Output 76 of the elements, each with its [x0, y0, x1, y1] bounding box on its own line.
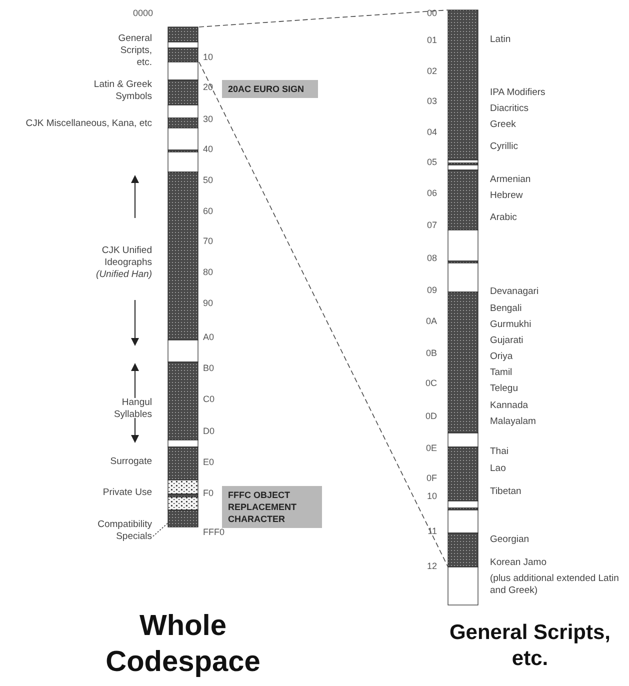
script-label: (plus additional extended Latin and Greek)	[490, 573, 620, 597]
hex-value: F0	[203, 487, 214, 499]
block-label: General Scripts, etc.	[117, 33, 152, 69]
script-bar-drawing	[448, 10, 478, 606]
hex-value: 01	[426, 34, 437, 46]
block-label: Latin & Greek Symbols	[92, 79, 152, 103]
script-label: Korean Jamo	[490, 557, 547, 569]
hex-value: 0000	[133, 7, 154, 19]
script-label: Lao	[490, 463, 506, 475]
script-label: Georgian	[490, 534, 530, 546]
script-label: Oriya	[490, 351, 513, 363]
hex-value: A0	[203, 331, 214, 343]
hex-value: E0	[203, 456, 214, 468]
hex-value: 06	[426, 187, 437, 199]
hex-value: 03	[426, 95, 437, 107]
script-label: Tibetan	[490, 486, 522, 498]
hex-value: 08	[426, 252, 437, 264]
hex-value: 20	[203, 81, 214, 93]
hex-value: 0C	[425, 377, 437, 389]
hex-value: 11	[428, 525, 437, 537]
hex-value: 60	[203, 205, 214, 217]
callout-box: 20AC EURO SIGN	[222, 80, 318, 98]
script-label: Diacritics	[490, 103, 529, 115]
hex-value: 09	[426, 284, 437, 296]
block-label: Hangul Syllables	[112, 397, 152, 421]
script-label: Hebrew	[490, 190, 523, 202]
hex-value: 0A	[426, 315, 437, 327]
hex-value: 50	[203, 174, 214, 186]
callout-box: FFFC OBJECT REPLACEMENT CHARACTER	[222, 486, 322, 528]
script-label: Tamil	[490, 367, 512, 379]
leader-line	[152, 522, 168, 537]
zoom-line	[198, 62, 448, 568]
block-label: Compatibility Specials	[82, 519, 152, 543]
hex-value: D0	[203, 425, 215, 437]
script-label: Armenian	[490, 174, 531, 186]
hex-value: 10	[203, 51, 214, 63]
script-label: IPA Modifiers	[490, 87, 546, 99]
hex-value: B0	[203, 362, 214, 374]
hex-value: 12	[426, 560, 437, 572]
hex-value: 80	[203, 266, 214, 278]
script-label: Telegu	[490, 383, 518, 395]
caption: Whole Codespace	[104, 609, 262, 680]
hex-value: 0E	[426, 442, 437, 454]
script-label: Gujarati	[490, 335, 524, 347]
script-label: Malayalam	[490, 416, 536, 428]
hex-value: 30	[203, 113, 214, 125]
script-label: Gurmukhi	[490, 319, 532, 331]
script-label: Bengali	[490, 303, 522, 315]
hex-value: 05	[426, 156, 437, 168]
caption: General Scripts, etc.	[448, 620, 612, 672]
script-label: Kannada	[490, 400, 528, 412]
hex-value: 90	[203, 297, 214, 309]
zoom-line	[198, 10, 448, 28]
codespace-bar-drawing	[168, 26, 198, 528]
hex-value: FFF0	[203, 526, 224, 538]
hex-value: 02	[426, 65, 437, 77]
script-label: Devanagari	[490, 286, 539, 298]
hex-value: 70	[203, 235, 214, 247]
script-label: Arabic	[490, 212, 517, 224]
hex-value: 0D	[425, 410, 437, 422]
hex-value: C0	[203, 393, 215, 405]
hex-value: 00	[426, 7, 437, 19]
block-label: CJK Miscellaneous, Kana, etc	[26, 118, 152, 130]
script-label: Cyrillic	[490, 141, 518, 153]
block-label: CJK Unified Ideographs (Unified Han)	[95, 245, 152, 281]
script-label: Latin	[490, 34, 511, 46]
hex-value: 0F	[426, 472, 437, 484]
hex-value: 04	[426, 126, 437, 138]
hex-value: 0B	[426, 347, 437, 359]
block-label: Private Use	[102, 487, 152, 499]
hex-value: 10	[426, 490, 437, 502]
hex-value: 07	[426, 219, 437, 231]
script-label: Thai	[490, 446, 508, 458]
script-label: Greek	[490, 119, 516, 131]
hex-value: 40	[203, 143, 214, 155]
block-label: Surrogate	[110, 456, 152, 468]
